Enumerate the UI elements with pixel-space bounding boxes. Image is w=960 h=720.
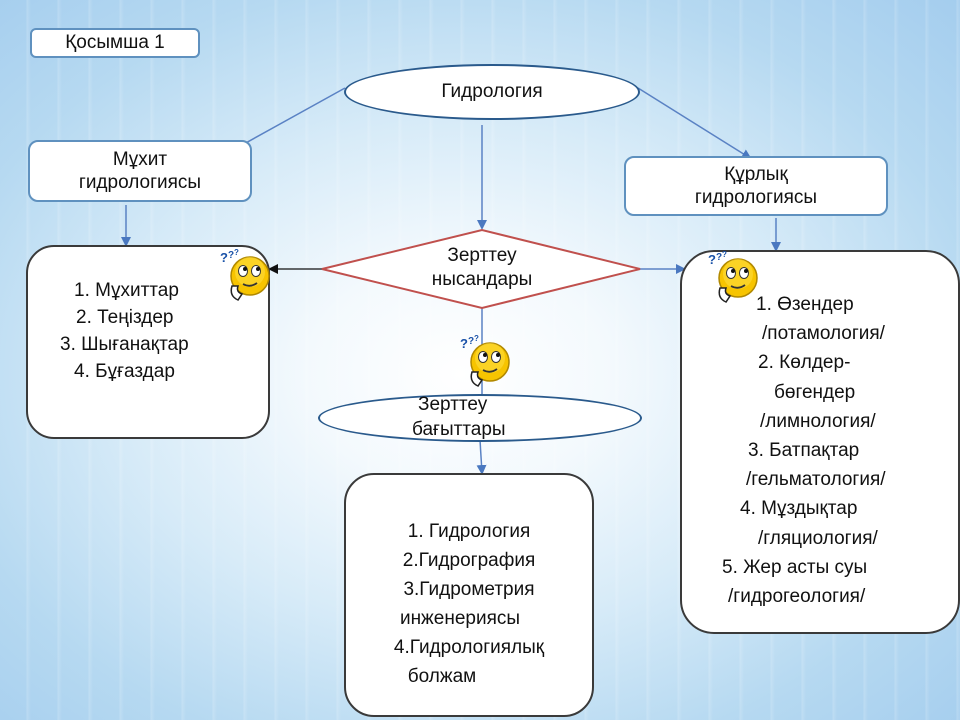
research-directions-ellipse [318,394,642,442]
thinking-smiley-icon: ? ? ? [220,248,270,301]
root-label: Гидрология [441,81,543,102]
land-hydrology-box: Құрлық гидрологиясы [624,156,888,216]
svg-text:?: ? [234,248,239,257]
list-item: 1. Гидрология [407,521,531,542]
diamond-line-1: Зерттеу [447,245,517,266]
list-item: 4. Мұздықтар [740,498,858,520]
list-item: /лимнология/ [760,410,876,432]
right-objects-list: 1. Өзендер /потамология/ 2. Көлдер- бөге… [682,290,958,611]
ocean-line-1: Мұхит [112,149,168,170]
directions-line-1: Зерттеу [418,394,488,415]
list-item: бөгендер [774,381,856,403]
link-root-right [637,87,752,160]
left-objects-list: 1. Мұхиттар 2. Теңіздер 3. Шығанақтар 4.… [60,277,268,385]
research-objects-diamond [321,228,641,310]
svg-text:?: ? [460,336,468,351]
list-item: 3.Гидрометрия [403,579,535,600]
appendix-tag: Қосымша 1 [30,28,200,58]
thinking-smiley-icon: ? ? ? [708,250,758,303]
list-item: /гляциология/ [758,527,878,549]
list-item: болжам [407,666,477,687]
directions-text: Зерттеу бағыттары [412,392,548,442]
list-item: 3. Шығанақтар [60,334,189,355]
directions-list: 1. Гидрология 2.Гидрография 3.Гидрометри… [346,517,592,691]
root-hydrology-ellipse: Гидрология [344,64,640,120]
directions-line-2: бағыттары [412,419,506,440]
ocean-line-2: гидрологиясы [78,172,202,193]
list-item: 1. Өзендер [756,294,854,315]
list-item: 2. Теңіздер [76,307,174,328]
list-item: инженериясы [399,608,521,629]
svg-text:?: ? [716,252,722,263]
link-ellipse-bottom [476,439,487,475]
list-item: /гельматология/ [746,469,886,491]
list-item: 3. Батпақтар [748,440,860,462]
list-item: 4. Бұғаздар [74,361,175,382]
svg-text:?: ? [228,250,234,261]
svg-text:?: ? [474,334,479,343]
right-objects-box: 1. Өзендер /потамология/ 2. Көлдер- бөге… [680,250,960,634]
bottom-directions-box: 1. Гидрология 2.Гидрография 3.Гидрометри… [344,473,594,717]
diamond-line-2: нысандары [431,269,533,290]
land-line-2: гидрологиясы [694,187,818,208]
svg-text:?: ? [220,250,228,265]
svg-text:?: ? [722,250,727,259]
thinking-smiley-icon: ? ? ? [460,334,510,387]
list-item: 2. Көлдер- [758,352,851,374]
list-item: /гидрогеология/ [728,586,866,608]
land-line-1: Құрлық [724,164,788,185]
list-item: 5. Жер асты суы [722,556,868,578]
list-item: 2.Гидрография [402,550,536,571]
diamond-text: Зерттеу нысандары [382,244,582,292]
svg-text:?: ? [708,252,716,267]
list-item: /потамология/ [762,323,885,345]
left-objects-box: 1. Мұхиттар 2. Теңіздер 3. Шығанақтар 4.… [26,245,270,439]
list-item: 1. Мұхиттар [74,280,179,301]
svg-text:?: ? [468,336,474,347]
ocean-hydrology-box: Мұхит гидрологиясы [28,140,252,202]
list-item: 4.Гидрологиялық [393,637,545,658]
